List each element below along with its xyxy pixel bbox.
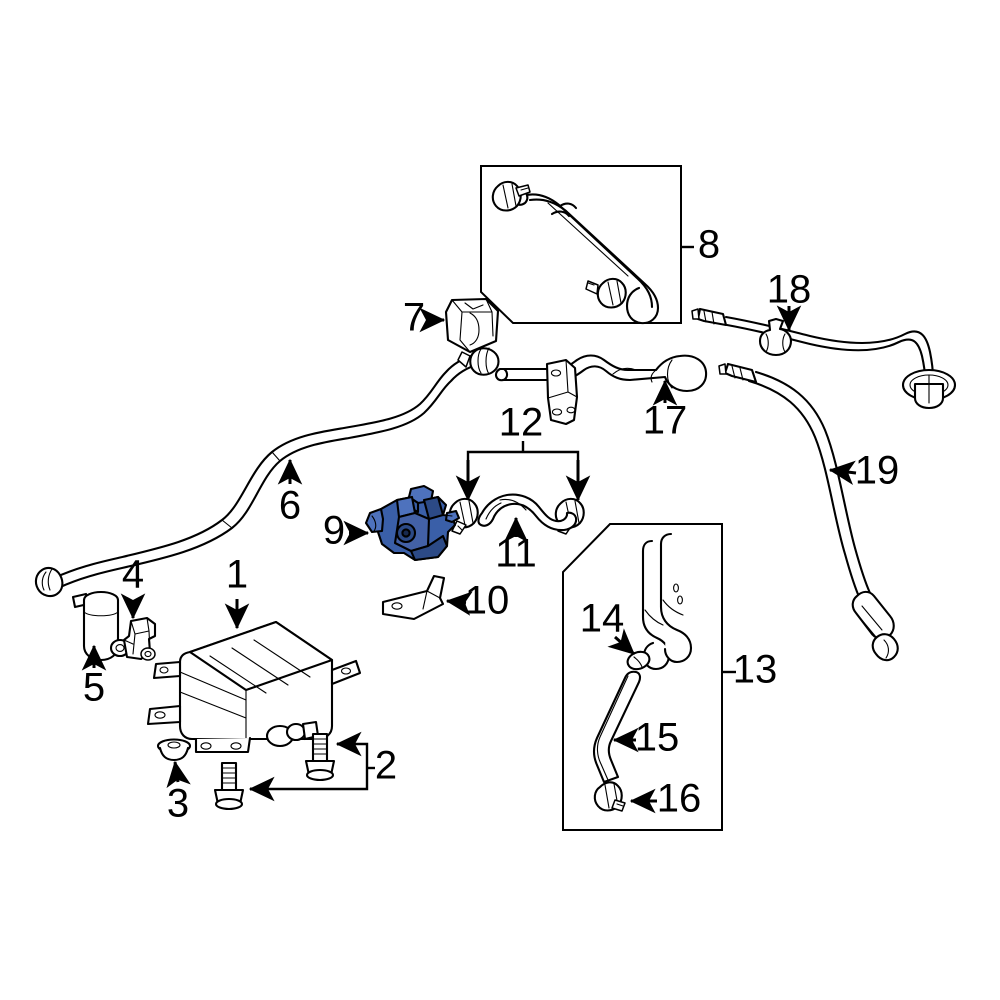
- part-canister-vent-valve-5: [71, 590, 131, 662]
- part-oxygen-sensor-harness-18: [691, 307, 957, 410]
- part-canister-bolt-2b: [213, 761, 245, 811]
- part-hose-bracket-assembly-17: [494, 354, 708, 426]
- callout-number-8: 8: [698, 223, 720, 267]
- callout-number-15: 15: [635, 716, 680, 760]
- callout-number-4: 4: [122, 553, 144, 597]
- callout-leader-2: [248, 731, 375, 802]
- callout-leader-14: [607, 628, 636, 656]
- callout-number-10: 10: [465, 579, 510, 623]
- part-canister-bolt-2a: [304, 732, 336, 782]
- part-purge-hose-11: [477, 493, 578, 532]
- callout-number-11: 11: [495, 532, 537, 576]
- part-purge-valve-bracket-10: [381, 574, 446, 621]
- callout-leader-19: [828, 460, 857, 486]
- hose-clamp-8b: [585, 277, 627, 309]
- callout-number-1: 1: [226, 553, 248, 597]
- oxygen-sensor-body: [851, 590, 899, 662]
- callout-number-2: 2: [375, 744, 397, 788]
- part-canister-grommet-nut-3: [156, 738, 192, 762]
- part-hose-clamp-16: [593, 781, 626, 812]
- tube-end-fitting-right: [457, 347, 500, 376]
- callout-number-17: 17: [643, 399, 688, 443]
- callout-number-9: 9: [323, 509, 345, 553]
- callout-number-19: 19: [855, 449, 900, 493]
- tube-end-fitting-left: [34, 566, 64, 598]
- inset-frame-13: [562, 523, 723, 831]
- callout-bracket-12: [455, 441, 591, 502]
- part-vapor-canister-1: [146, 620, 362, 754]
- callout-number-6: 6: [279, 484, 301, 528]
- callout-number-5: 5: [83, 666, 105, 710]
- part-tube-connector-clip-7: [444, 297, 500, 354]
- callout-number-13: 13: [733, 648, 778, 692]
- part-purge-valve-9-highlighted: [364, 484, 461, 562]
- part-hose-assembly-8: [491, 180, 660, 325]
- part-hose-15: [592, 670, 642, 784]
- part-valve-bracket-4: [122, 616, 157, 661]
- callout-number-7: 7: [403, 296, 425, 340]
- callout-number-12: 12: [499, 401, 544, 445]
- hose-clamp-8a: [491, 180, 531, 212]
- harness-round-seal: [901, 368, 957, 410]
- callout-leader-10: [445, 591, 473, 616]
- callout-number-3: 3: [167, 782, 189, 826]
- part-hose-assembly-13: [592, 532, 693, 812]
- callout-leader-3: [166, 760, 191, 789]
- callout-number-14: 14: [580, 597, 625, 641]
- part-vapor-tube-6: [34, 347, 500, 598]
- callout-number-18: 18: [767, 268, 812, 312]
- callout-number-16: 16: [657, 777, 702, 821]
- part-hose-connector-14: [626, 650, 651, 671]
- inset-frame-8: [480, 165, 682, 324]
- callout-numbers: 1 2 3 4 5 6 7 8 9 10 11 12 13 14 15 16 1…: [83, 223, 899, 826]
